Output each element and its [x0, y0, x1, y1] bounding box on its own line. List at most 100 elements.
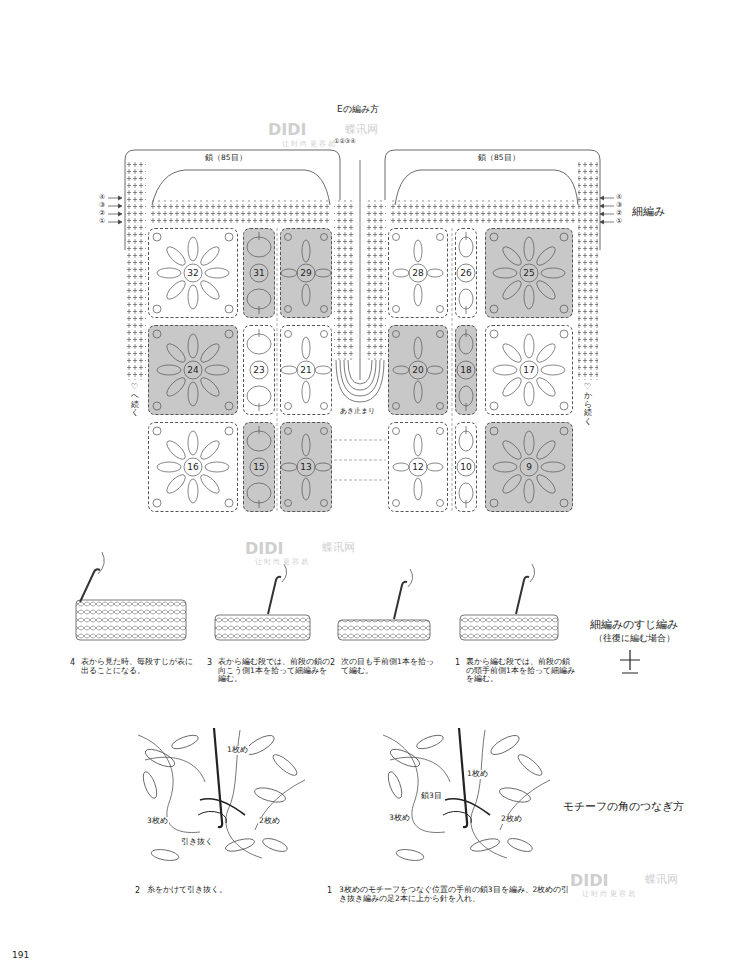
handle-chain [152, 170, 330, 205]
motif-stitch [393, 306, 400, 313]
row-number: ③ [616, 201, 622, 209]
step-number: 1 [327, 886, 332, 895]
motif-stitch [414, 240, 422, 262]
row-number: ② [616, 209, 622, 217]
motif-stitch [285, 331, 292, 338]
watermark: 让 时 尚 更 容 易 [582, 890, 635, 898]
step-number: 2 [330, 658, 335, 667]
motif-stitch [524, 237, 534, 261]
motif-stitch [393, 366, 409, 374]
motif-ground [148, 325, 238, 415]
motif-stitch [281, 366, 297, 374]
motif-stitch [414, 478, 422, 500]
motif-number: 20 [411, 366, 424, 375]
watermark: 蝶讯网 [322, 542, 355, 555]
motif-stitch [409, 458, 427, 476]
motif-stitch [188, 334, 198, 358]
motif-stitch [205, 268, 229, 278]
motif-stitch [188, 237, 198, 261]
motif-stitch [414, 337, 422, 359]
motif-stitch [225, 427, 233, 435]
watermark: DIDI [570, 872, 608, 890]
step-caption: 3枚めのモチーフをつなぐ位置の手前の鎖3目を編み、2枚めの引き抜き編みの足2本に… [339, 886, 571, 903]
motif-stitch [315, 366, 331, 374]
step-caption: 表から見た時、毎段すじが表に出ることになる。 [81, 658, 199, 675]
piece-label: 3枚め [388, 814, 411, 823]
motif-stitch [409, 361, 427, 379]
row-number: ④ [616, 193, 622, 201]
motif-stitch [321, 428, 328, 435]
motif-stitch [225, 233, 233, 241]
motif-stitch [524, 285, 534, 309]
motif-stitch [437, 306, 444, 313]
motif-stitch [184, 264, 202, 282]
motif-stitch [457, 458, 475, 476]
motif-ground [485, 325, 573, 415]
motif-stitch [198, 244, 222, 268]
watermark: 蝶讯网 [645, 874, 678, 887]
motif-stitch [157, 365, 181, 375]
motif-number: 12 [411, 463, 424, 472]
motif-stitch [164, 472, 188, 496]
motif-stitch [188, 285, 198, 309]
motif-stitch [188, 479, 198, 503]
action-label: 引き抜く [180, 838, 214, 847]
motif-stitch [457, 361, 475, 379]
motif-stitch [157, 268, 181, 278]
motif-number: 18 [459, 366, 472, 375]
motif-stitch [198, 278, 222, 302]
motif-number: 29 [299, 269, 312, 278]
motif-stitch [490, 427, 498, 435]
motif-stitch [285, 306, 292, 313]
piece-label: 3枚め [146, 817, 169, 826]
motif-stitch [393, 234, 400, 241]
motif-stitch [297, 361, 315, 379]
motif-stitch [321, 234, 328, 241]
row-number: ④ [99, 193, 105, 201]
motif-stitch [466, 403, 467, 411]
technique-title: 細編みのすじ編み [590, 618, 678, 630]
motif-stitch [297, 264, 315, 282]
motif-stitch [302, 240, 310, 262]
motif-stitch [466, 232, 467, 240]
motif-stitch [466, 329, 467, 337]
motif-number: 10 [459, 463, 472, 472]
motif-ground [280, 422, 332, 512]
step-number: 3 [207, 658, 212, 667]
motif-stitch [427, 366, 443, 374]
motif-stitch [225, 499, 233, 507]
motif-stitch [500, 244, 524, 268]
motif-stitch [285, 403, 292, 410]
motif-stitch [250, 264, 268, 282]
motif-stitch [153, 427, 161, 435]
motif-stitch [437, 428, 444, 435]
motif-stitch [321, 331, 328, 338]
motif-stitch [250, 458, 268, 476]
motif-pattern [148, 228, 573, 512]
motif-stitch [281, 463, 297, 471]
motif-stitch [250, 361, 268, 379]
motif-stitch [302, 434, 310, 456]
motif-stitch [184, 458, 202, 476]
motif-ground [485, 422, 573, 512]
motif-stitch [393, 403, 400, 410]
step-caption: 次の目も手前側1本を拾って編む。 [341, 658, 441, 675]
center-line [360, 160, 361, 380]
motif-number: 28 [411, 269, 424, 278]
motif-stitch [520, 458, 538, 476]
motif-square: 18 [455, 325, 477, 415]
motif-number: 16 [186, 463, 199, 472]
watermark: DIDI [268, 121, 306, 139]
motif-stitch [393, 463, 409, 471]
motif-stitch [164, 278, 188, 302]
motif-stitch [321, 403, 328, 410]
step-caption: 裏から編む段では、前段の鎖の頭手前側1本を拾って細編みを編む。 [466, 658, 576, 684]
piece-label: 1枚め [226, 746, 249, 755]
motif-stitch [315, 269, 331, 277]
motif-stitch [393, 269, 409, 277]
row-number: ③ [99, 201, 105, 209]
motif-stitch [541, 365, 565, 375]
motif-stitch [259, 426, 260, 434]
motif-stitch [164, 341, 188, 365]
motif-square: 17 [485, 325, 573, 415]
